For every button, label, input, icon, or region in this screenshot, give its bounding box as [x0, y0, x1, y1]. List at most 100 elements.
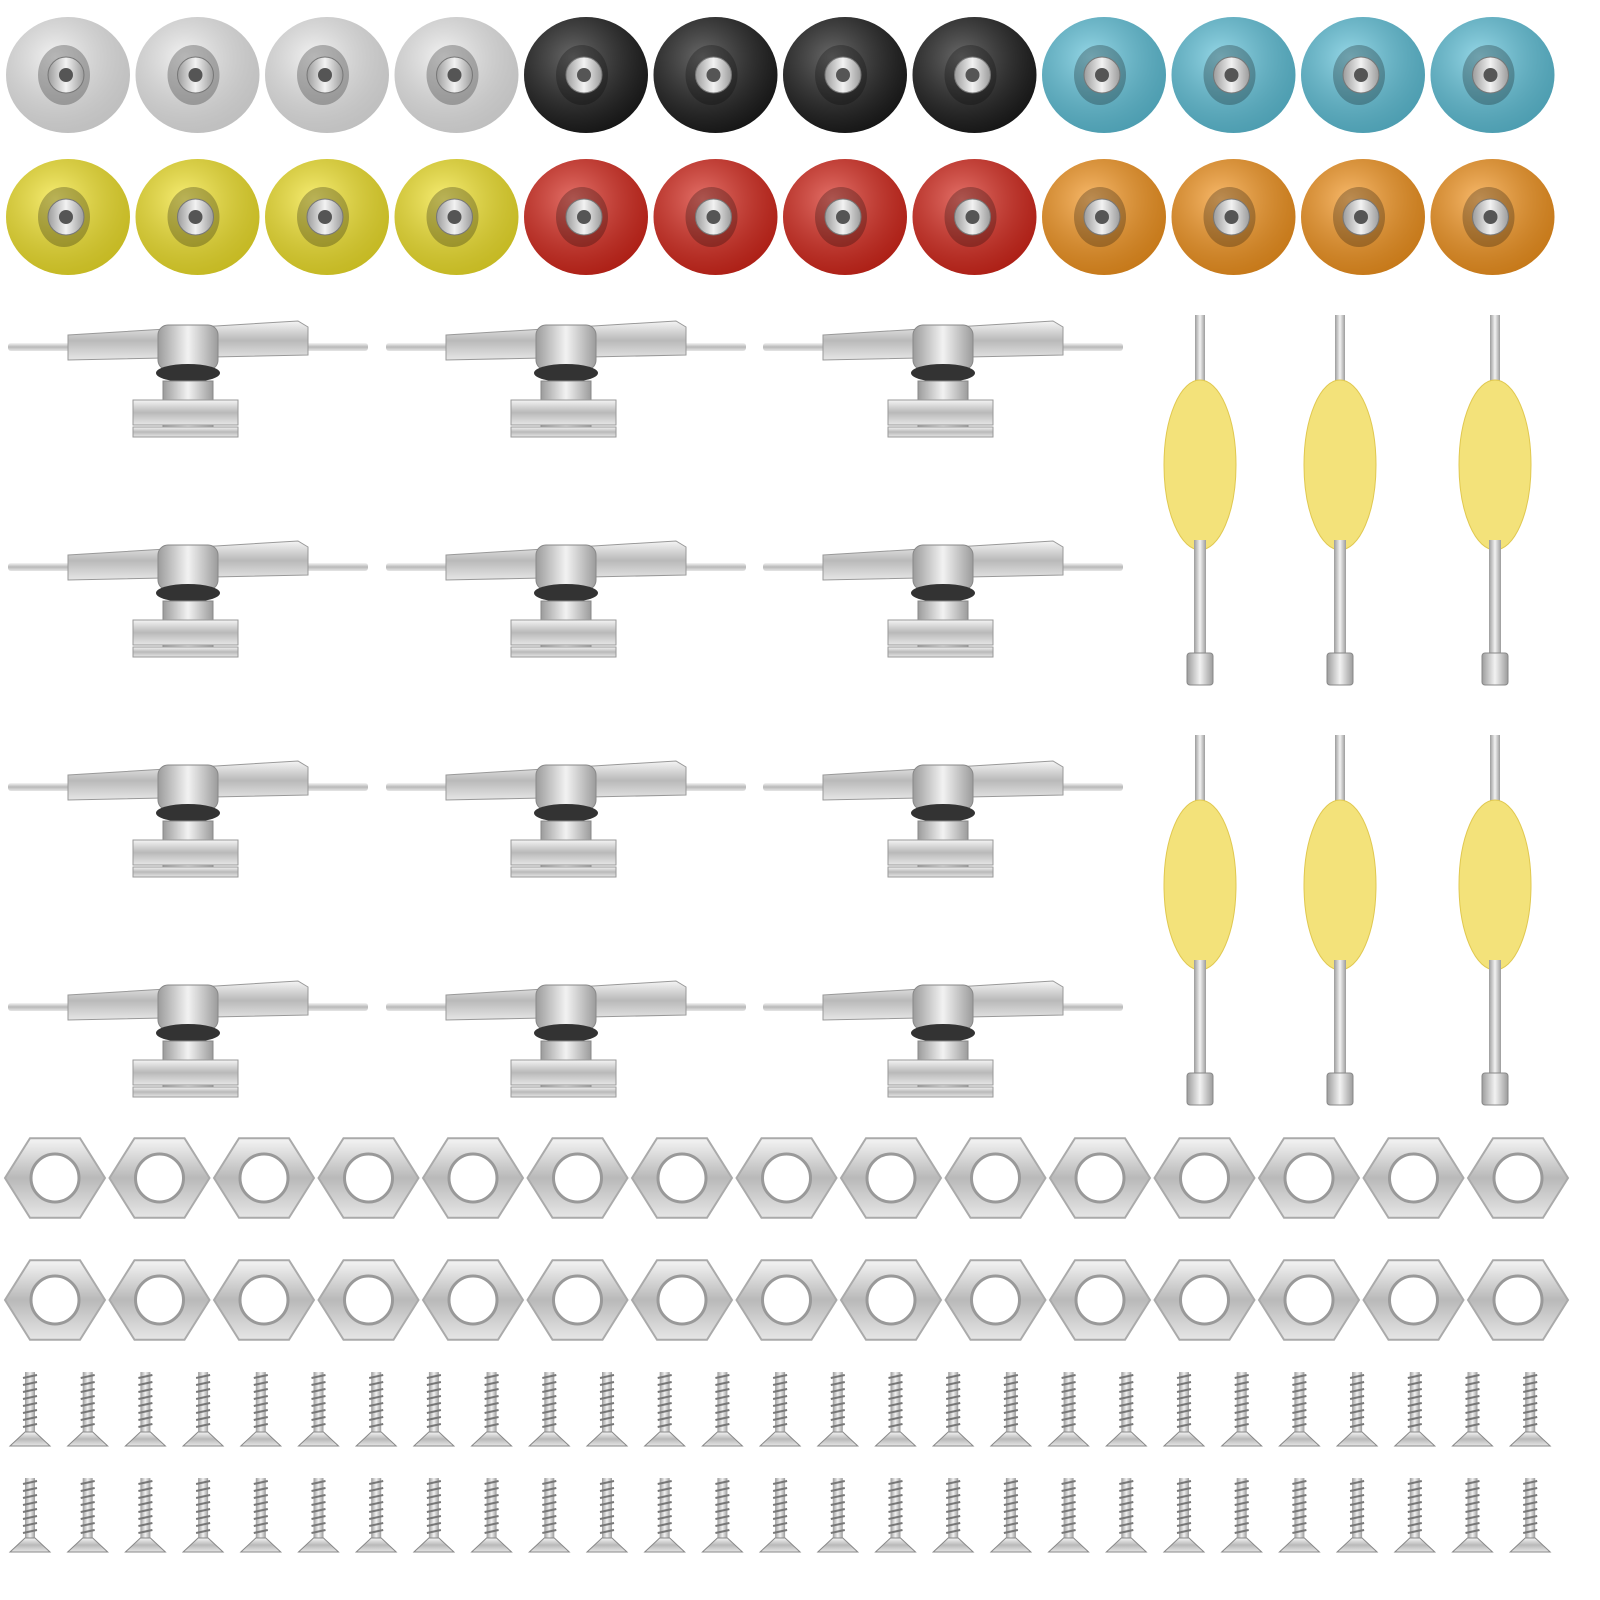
truck [386, 980, 746, 1098]
screw [1508, 1478, 1552, 1553]
baseplate [132, 1059, 239, 1086]
screw [470, 1478, 513, 1553]
screw [528, 1478, 571, 1553]
skate-tool [1163, 315, 1237, 686]
baseplate [510, 1059, 617, 1086]
screw [124, 1478, 167, 1553]
hex-nut [526, 1137, 629, 1219]
skate-tool [1303, 735, 1377, 1106]
screwdriver-tip [1335, 735, 1345, 810]
screwdriver-tip [1335, 315, 1345, 390]
skate-tool [1303, 315, 1377, 686]
screw [1220, 1478, 1263, 1553]
screw [354, 1478, 398, 1553]
hex-nut [1466, 1259, 1570, 1341]
wheel [653, 17, 778, 133]
wheel [912, 159, 1037, 275]
screw [1335, 1372, 1379, 1447]
screw [643, 1372, 686, 1447]
screw [354, 1372, 398, 1447]
screw [8, 1478, 52, 1553]
tool-shaft [1489, 540, 1501, 655]
wheel [265, 17, 389, 133]
bushing [534, 364, 598, 382]
hex-nut [317, 1259, 420, 1341]
wheel [1301, 159, 1425, 275]
tool-handle [1458, 799, 1532, 971]
hex-nut [944, 1137, 1047, 1219]
tool-handle [1163, 379, 1237, 551]
hex-nut [317, 1137, 420, 1219]
baseplate [887, 1059, 994, 1086]
tool-shaft [1489, 960, 1501, 1075]
bushing [156, 1024, 220, 1042]
screw [412, 1478, 456, 1553]
socket [1326, 1072, 1354, 1106]
baseplate [887, 619, 994, 646]
wheel [1430, 17, 1555, 133]
wheel [1430, 159, 1555, 275]
bushing [156, 584, 220, 602]
hex-nut [1466, 1137, 1570, 1219]
wheels-group [6, 17, 1555, 275]
screw [1335, 1478, 1379, 1553]
hex-nut [1048, 1137, 1152, 1219]
screw [181, 1372, 225, 1447]
hex-nut [1048, 1259, 1152, 1341]
screw [528, 1372, 571, 1447]
screwdriver-tip [1490, 735, 1500, 810]
truck [8, 320, 368, 438]
screw [1278, 1478, 1321, 1553]
hex-nut [212, 1259, 316, 1341]
baseplate [887, 399, 994, 426]
hex-nut [108, 1259, 211, 1341]
wheel [135, 159, 260, 275]
hex-nut [3, 1259, 107, 1341]
trucks-group [8, 320, 1123, 1098]
truck [386, 760, 746, 878]
screw [66, 1478, 109, 1553]
wheel [783, 17, 907, 133]
bushing [156, 804, 220, 822]
hex-nut [108, 1137, 211, 1219]
wheel [265, 159, 389, 275]
screw [470, 1372, 513, 1447]
truck [386, 540, 746, 658]
socket [1326, 652, 1354, 686]
screw [643, 1478, 686, 1553]
truck [8, 540, 368, 658]
baseplate [510, 839, 617, 866]
screw [1105, 1478, 1148, 1553]
wheel [6, 17, 130, 133]
screw [1393, 1372, 1437, 1447]
wheel [912, 17, 1037, 133]
hex-nut [526, 1259, 629, 1341]
hex-nut [839, 1259, 943, 1341]
hex-nut [1257, 1259, 1361, 1341]
screw [66, 1372, 109, 1447]
tool-shaft [1194, 960, 1206, 1075]
hex-nut [421, 1137, 525, 1219]
screw [989, 1478, 1033, 1553]
screw [585, 1478, 629, 1553]
tool-shaft [1334, 540, 1346, 655]
tool-shaft [1334, 960, 1346, 1075]
wheel [394, 17, 519, 133]
screwdriver-tip [1490, 315, 1500, 390]
screw [874, 1372, 917, 1447]
wheel [1301, 17, 1425, 133]
screw [297, 1372, 340, 1447]
hex-nut [1153, 1137, 1256, 1219]
screw [758, 1372, 802, 1447]
baseplate [510, 619, 617, 646]
screw [701, 1478, 744, 1553]
screw [816, 1478, 860, 1553]
hex-nut [735, 1137, 838, 1219]
screw [1451, 1372, 1494, 1447]
screw [1508, 1372, 1552, 1447]
socket [1481, 1072, 1509, 1106]
wheel [524, 159, 648, 275]
wheel [1171, 17, 1296, 133]
tools-group [1163, 315, 1532, 1106]
tool-handle [1303, 379, 1377, 551]
